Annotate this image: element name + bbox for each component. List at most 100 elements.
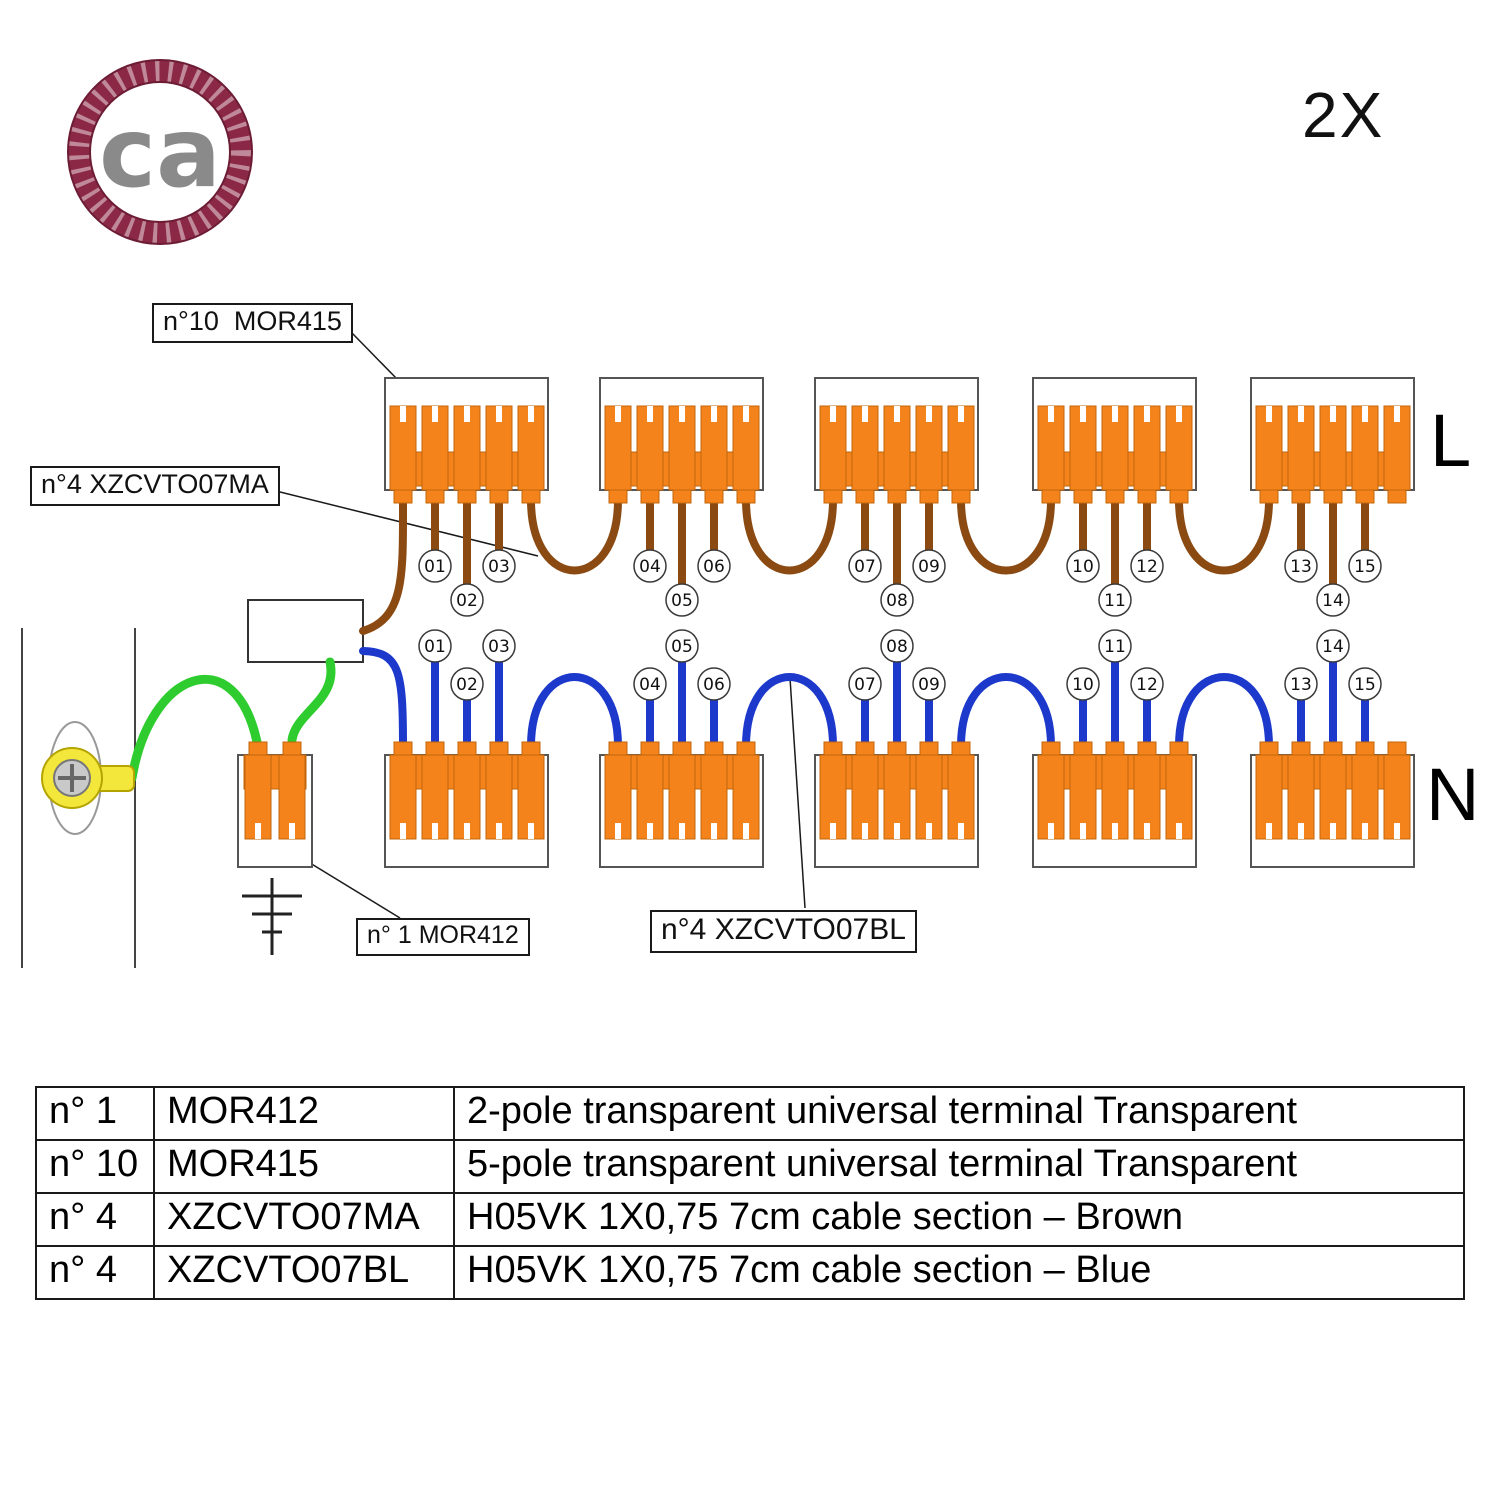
parts-table: n° 1 MOR412 2-pole transparent universal… bbox=[35, 1086, 1465, 1300]
wire-number-badge bbox=[482, 629, 516, 663]
wire-number-text: 03 bbox=[488, 557, 510, 577]
wire-number-badge bbox=[1098, 583, 1132, 617]
wiring-diagram-canvas: 01 02 03 04 05 06 07 08 09 10 11 12 13 14 15 01 02 03 04 05… bbox=[21, 332, 1415, 968]
wire-blue-link bbox=[742, 673, 837, 750]
wire-number-badge bbox=[633, 667, 667, 701]
wire-number-text: 12 bbox=[1136, 557, 1158, 577]
wire-number-badge bbox=[848, 549, 882, 583]
wire-number-text: 13 bbox=[1290, 675, 1312, 695]
code-cell: MOR415 bbox=[153, 1139, 455, 1194]
wire-number-badge bbox=[1348, 549, 1382, 583]
wire-brown-inlet bbox=[359, 496, 408, 635]
wire-number-text: 11 bbox=[1104, 637, 1126, 657]
wire-number-text: 09 bbox=[918, 557, 940, 577]
neutral-line-letter: N bbox=[1426, 753, 1480, 836]
table-row: n° 4 XZCVTO07BL H05VK 1X0,75 7cm cable s… bbox=[35, 1245, 1465, 1300]
wire-number-text: 10 bbox=[1072, 675, 1094, 695]
leader-line-blue-cable bbox=[789, 677, 806, 909]
rope-logo-icon: ca bbox=[67, 59, 253, 245]
earth-wire bbox=[127, 674, 262, 783]
wire-number-text: 13 bbox=[1290, 557, 1312, 577]
wire-number-text: 02 bbox=[456, 591, 478, 611]
wire-number-badge bbox=[418, 549, 452, 583]
wire-number-badge bbox=[1130, 549, 1164, 583]
wire-number-text: 01 bbox=[424, 557, 446, 577]
brand-logo: ca bbox=[60, 52, 260, 252]
wire-number-badge bbox=[1284, 549, 1318, 583]
wire-number-badge bbox=[1316, 583, 1350, 617]
wire-number-badge bbox=[1066, 667, 1100, 701]
wire-number-badge bbox=[912, 667, 946, 701]
qty-cell: n° 4 bbox=[35, 1192, 155, 1247]
desc-cell: H05VK 1X0,75 7cm cable section – Blue bbox=[453, 1245, 1465, 1300]
wire-number-badge bbox=[880, 629, 914, 663]
wire-number-badge bbox=[418, 629, 452, 663]
wire-number-text: 15 bbox=[1354, 557, 1376, 577]
logo-text: ca bbox=[99, 97, 221, 209]
wire-number-badge bbox=[1098, 629, 1132, 663]
wire-number-text: 12 bbox=[1136, 675, 1158, 695]
wire-number-text: 02 bbox=[456, 675, 478, 695]
wire-number-text: 08 bbox=[886, 637, 908, 657]
ground-symbol-icon bbox=[242, 878, 302, 955]
live-line-letter: L bbox=[1430, 399, 1472, 482]
wire-number-badge bbox=[848, 667, 882, 701]
wire-number-text: 04 bbox=[639, 675, 661, 695]
wire-blue-link bbox=[527, 673, 622, 750]
code-cell: XZCVTO07MA bbox=[153, 1192, 455, 1247]
wire-number-text: 05 bbox=[671, 591, 693, 611]
wire-number-badge bbox=[697, 549, 731, 583]
wire-number-badge bbox=[1284, 667, 1318, 701]
wire-number-badge bbox=[1348, 667, 1382, 701]
label-cable-brown: n°4 XZCVTO07MA bbox=[30, 466, 280, 506]
wire-number-text: 03 bbox=[488, 637, 510, 657]
wire-number-text: 06 bbox=[703, 675, 725, 695]
wire-number-badge bbox=[633, 549, 667, 583]
qty-cell: n° 1 bbox=[35, 1086, 155, 1141]
wire-number-text: 09 bbox=[918, 675, 940, 695]
wire-number-text: 04 bbox=[639, 557, 661, 577]
table-row: n° 10 MOR415 5-pole transparent universa… bbox=[35, 1139, 1465, 1194]
table-row: n° 1 MOR412 2-pole transparent universal… bbox=[35, 1086, 1465, 1141]
code-cell: XZCVTO07BL bbox=[153, 1245, 455, 1300]
table-row: n° 4 XZCVTO07MA H05VK 1X0,75 7cm cable s… bbox=[35, 1192, 1465, 1247]
power-inlet-box bbox=[247, 599, 364, 663]
wire-number-badge bbox=[912, 549, 946, 583]
label-cable-blue: n°4 XZCVTO07BL bbox=[650, 910, 917, 953]
label-terminal-mor412: n° 1 MOR412 bbox=[356, 918, 530, 956]
quantity-label: 2X bbox=[1302, 79, 1385, 151]
code-cell: MOR412 bbox=[153, 1086, 455, 1141]
wire-number-badge bbox=[450, 667, 484, 701]
wire-number-text: 08 bbox=[886, 591, 908, 611]
qty-cell: n° 10 bbox=[35, 1139, 155, 1194]
wire-number-text: 10 bbox=[1072, 557, 1094, 577]
wire-brown-link bbox=[957, 496, 1055, 575]
wire-number-text: 05 bbox=[671, 637, 693, 657]
wire-number-text: 11 bbox=[1104, 591, 1126, 611]
earth-wire bbox=[287, 657, 336, 745]
wire-number-badge bbox=[665, 583, 699, 617]
wire-brown-link bbox=[527, 496, 622, 575]
wire-number-badge bbox=[450, 583, 484, 617]
wire-number-badge bbox=[665, 629, 699, 663]
desc-cell: H05VK 1X0,75 7cm cable section – Brown bbox=[453, 1192, 1465, 1247]
wire-number-text: 14 bbox=[1322, 637, 1344, 657]
qty-cell: n° 4 bbox=[35, 1245, 155, 1300]
desc-cell: 2-pole transparent universal terminal Tr… bbox=[453, 1086, 1465, 1141]
wire-number-text: 07 bbox=[854, 557, 876, 577]
wire-blue-link bbox=[1175, 673, 1273, 750]
wire-number-text: 15 bbox=[1354, 675, 1376, 695]
wire-brown-link bbox=[742, 496, 837, 575]
label-terminal-mor415: n°10 MOR415 bbox=[152, 303, 353, 343]
wire-brown-link bbox=[1175, 496, 1273, 575]
wire-number-text: 01 bbox=[424, 637, 446, 657]
wire-number-text: 07 bbox=[854, 675, 876, 695]
wire-number-badge bbox=[1130, 667, 1164, 701]
leader-line-mor415 bbox=[351, 332, 399, 381]
wire-number-badge bbox=[880, 583, 914, 617]
wire-number-text: 14 bbox=[1322, 591, 1344, 611]
desc-cell: 5-pole transparent universal terminal Tr… bbox=[453, 1139, 1465, 1194]
wire-blue-link bbox=[957, 673, 1055, 750]
wire-number-badge bbox=[482, 549, 516, 583]
